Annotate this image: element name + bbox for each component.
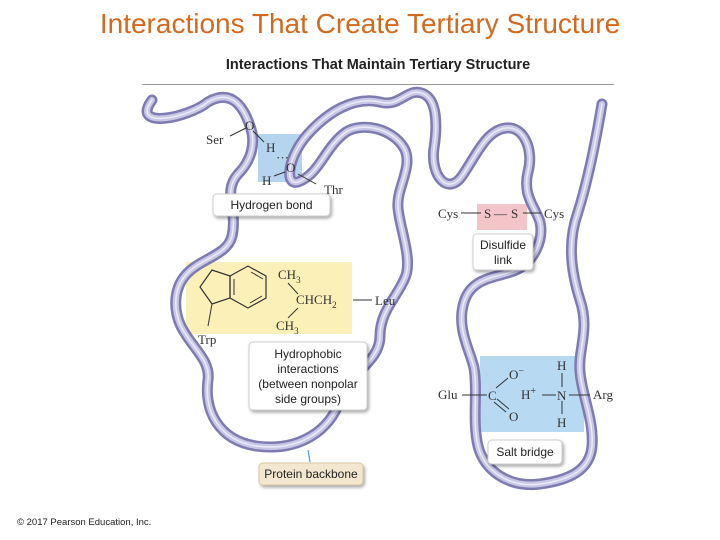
copyright-notice: © 2017 Pearson Education, Inc. (17, 517, 152, 528)
hydrophobic-label-line-3: (between nonpolar (258, 377, 357, 391)
salt-bridge-label: Salt bridge (496, 445, 554, 459)
backbone-label-box (258, 462, 364, 486)
disulfide-sulfur-2: S (511, 206, 518, 221)
salt-hydrogen-bottom: H (557, 415, 566, 430)
trp-label: Trp (198, 332, 216, 347)
glu-label: Glu (438, 387, 458, 402)
salt-bridge-label-box (487, 439, 563, 465)
backbone-label-group: Protein backbone (258, 449, 364, 486)
hydrogen-bond-group: Ser O H ··· O H Thr Hydrogen bond (206, 118, 343, 217)
salt-oxygen-double: O (509, 409, 518, 424)
disulfide-label-line-2: link (494, 253, 513, 267)
hydrophobic-label-box (248, 341, 368, 411)
salt-bridge-group: Glu C O− O H+ N H H Arg Salt bridge (438, 358, 613, 465)
hydrogen-bond-label: Hydrogen bond (230, 198, 312, 212)
salt-bridge-highlight (480, 356, 584, 432)
salt-carbon: C (488, 388, 497, 403)
hydrophobic-label-line-4: side groups) (275, 392, 341, 406)
salt-nitrogen: N (557, 388, 567, 403)
hydrophobic-highlight (186, 262, 352, 334)
leu-label: Leu (375, 293, 396, 308)
disulfide-group: Cys S — S Cys Disulfide link (438, 206, 564, 271)
figure-title-rule (142, 84, 614, 85)
ch3-bottom: CH3 (276, 318, 299, 336)
hbond-oxygen-2: O (286, 160, 295, 175)
hydrophobic-group: Trp CH3 CHCH2 CH3 Leu Hydrophobic intera… (198, 265, 396, 411)
disulfide-label-line-1: Disulfide (480, 238, 526, 252)
hydrophobic-label-line-2: interactions (277, 362, 338, 376)
hydrogen-bond-label-box (212, 193, 331, 217)
thr-label: Thr (324, 182, 343, 197)
cys-left-label: Cys (438, 206, 458, 221)
disulfide-highlight (477, 204, 527, 230)
arg-label: Arg (593, 387, 613, 402)
disulfide-bond: — (493, 206, 508, 221)
protein-backbone-ribbon (141, 86, 608, 491)
chch2-group: CHCH2 (296, 292, 337, 310)
hbond-dots: ··· (276, 150, 289, 165)
salt-hydrogen-top: H (557, 358, 566, 373)
ser-label: Ser (206, 132, 224, 147)
slide-title: Interactions That Create Tertiary Struct… (99, 8, 621, 39)
hbond-oxygen-1: O (245, 118, 254, 133)
hbond-hydrogen-1: H (266, 140, 275, 155)
disulfide-sulfur-1: S (484, 206, 491, 221)
figure-title: Interactions That Maintain Tertiary Stru… (225, 57, 531, 73)
backbone-label: Protein backbone (264, 467, 358, 481)
disulfide-label-box (472, 233, 534, 271)
hbond-hydrogen-2: H (262, 173, 271, 188)
cys-right-label: Cys (544, 206, 564, 221)
salt-hydrogen-plus: H+ (521, 386, 536, 402)
salt-oxygen-minus: O− (509, 366, 524, 382)
hydrophobic-label-line-1: Hydrophobic (274, 347, 341, 361)
ch3-top: CH3 (278, 267, 301, 285)
